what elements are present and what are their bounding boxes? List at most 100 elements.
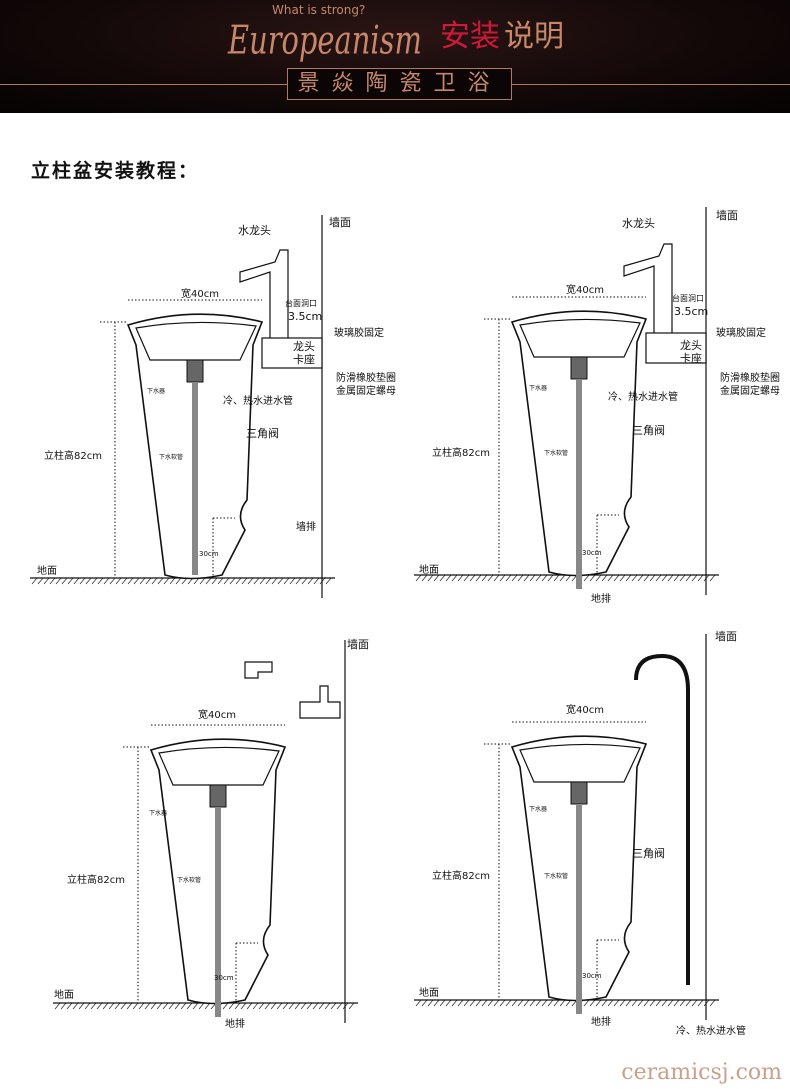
label-seat-2: 卡座	[680, 351, 702, 365]
floor-hatch	[427, 999, 434, 1007]
floor-hatch	[312, 1002, 319, 1010]
label-wall: 墙面	[715, 629, 737, 643]
label-wall: 墙面	[716, 208, 738, 222]
floor-hatch	[685, 574, 692, 582]
floor-hatch	[583, 574, 590, 582]
floor-hatch	[487, 574, 494, 582]
floor-hatch	[529, 574, 536, 582]
basin-bowl	[519, 318, 641, 358]
floor-hatch	[697, 999, 704, 1007]
divider	[0, 84, 287, 85]
floor-hatch	[463, 999, 470, 1007]
floor-hatch	[679, 574, 686, 582]
floor-hatch	[481, 574, 488, 582]
floor-hatch	[163, 577, 170, 585]
floor-hatch	[264, 1002, 271, 1010]
label-glue: 玻璃胶固定	[334, 326, 384, 339]
floor-hatch	[120, 1002, 127, 1010]
floor-hatch	[324, 1002, 331, 1010]
floor-hatch	[637, 999, 644, 1007]
floor-hatch	[607, 574, 614, 582]
floor-hatch	[505, 574, 512, 582]
floor-hatch	[493, 999, 500, 1007]
floor-faucet-icon	[634, 653, 690, 985]
floor-hatch	[301, 577, 308, 585]
faucet-seat	[645, 332, 707, 364]
label-seat-2: 卡座	[293, 352, 315, 366]
floor-hatch	[625, 574, 632, 582]
drain-fitting	[186, 359, 204, 383]
floor-hatch	[151, 577, 158, 585]
label-width: 宽40cm	[566, 283, 604, 296]
floor-hatch	[643, 999, 650, 1007]
floor-hatch	[613, 574, 620, 582]
floor-hatch	[439, 574, 446, 582]
floor-hatch	[115, 577, 122, 585]
label-valve: 三角阀	[632, 423, 665, 437]
floor-hatch	[300, 1002, 307, 1010]
floor-hatch	[679, 999, 686, 1007]
floor-hatch	[180, 1002, 187, 1010]
floor-hatch	[601, 574, 608, 582]
floor-hatch	[589, 999, 596, 1007]
floor-hatch	[637, 574, 644, 582]
floor-hatch	[55, 577, 62, 585]
floor-hatch	[529, 999, 536, 1007]
floor-hatch	[253, 577, 260, 585]
floor-hatch	[295, 577, 302, 585]
floor-hatch	[258, 1002, 265, 1010]
label-hole: 台面洞口	[285, 298, 317, 308]
floor-hatch	[583, 999, 590, 1007]
floor-hatch	[186, 1002, 193, 1010]
label-floor-drain: 地排	[591, 592, 611, 605]
label-height: 立柱高82cm	[67, 873, 125, 886]
floor-hatch	[211, 577, 218, 585]
floor-hatch	[511, 999, 518, 1007]
label-drain: 下水器	[529, 805, 547, 813]
floor-hatch	[336, 1002, 343, 1010]
floor-hatch	[217, 577, 224, 585]
label-drain: 下水器	[147, 387, 165, 395]
floor-hatch	[66, 1002, 73, 1010]
floor-hatch	[174, 1002, 181, 1010]
label-valve: 三角阀	[632, 846, 665, 860]
floor-hatch	[342, 1002, 349, 1010]
floor-hatch	[691, 999, 698, 1007]
floor-hatch	[421, 574, 428, 582]
floor-hatch	[421, 999, 428, 1007]
floor-hatch	[661, 574, 668, 582]
floor-hatch	[625, 999, 632, 1007]
label-hose: 下水软管	[159, 453, 183, 461]
floor-hatch	[415, 574, 422, 582]
floor-hatch	[535, 999, 542, 1007]
floor-hatch	[96, 1002, 103, 1010]
floor-hatch	[348, 1002, 355, 1010]
floor-hatch	[175, 577, 182, 585]
floor-hatch	[469, 999, 476, 1007]
label-height: 立柱高82cm	[432, 446, 490, 459]
floor-hatch	[475, 574, 482, 582]
floor-hatch	[673, 574, 680, 582]
floor-hatch	[277, 577, 284, 585]
floor-hatch	[271, 577, 278, 585]
floor-hatch	[78, 1002, 85, 1010]
label-faucet: 水龙头	[238, 224, 271, 237]
floor-hatch	[553, 999, 560, 1007]
floor-hatch	[270, 1002, 277, 1010]
label-pipes: 冷、热水进水管	[223, 394, 293, 407]
floor-hatch	[79, 577, 86, 585]
floor-hatch	[559, 999, 566, 1007]
floor-hatch	[192, 1002, 199, 1010]
label-seat-1: 龙头	[680, 339, 702, 352]
floor-hatch	[288, 1002, 295, 1010]
floor-hatch	[517, 574, 524, 582]
floor-hatch	[85, 577, 92, 585]
floor-hatch	[427, 574, 434, 582]
label-dist: 30cm	[582, 972, 602, 980]
floor-hatch	[91, 577, 98, 585]
floor-hatch	[643, 574, 650, 582]
floor-hatch	[283, 577, 290, 585]
floor-hatch	[649, 574, 656, 582]
label-nut: 金属固定螺母	[336, 384, 396, 397]
floor-hatch	[523, 999, 530, 1007]
